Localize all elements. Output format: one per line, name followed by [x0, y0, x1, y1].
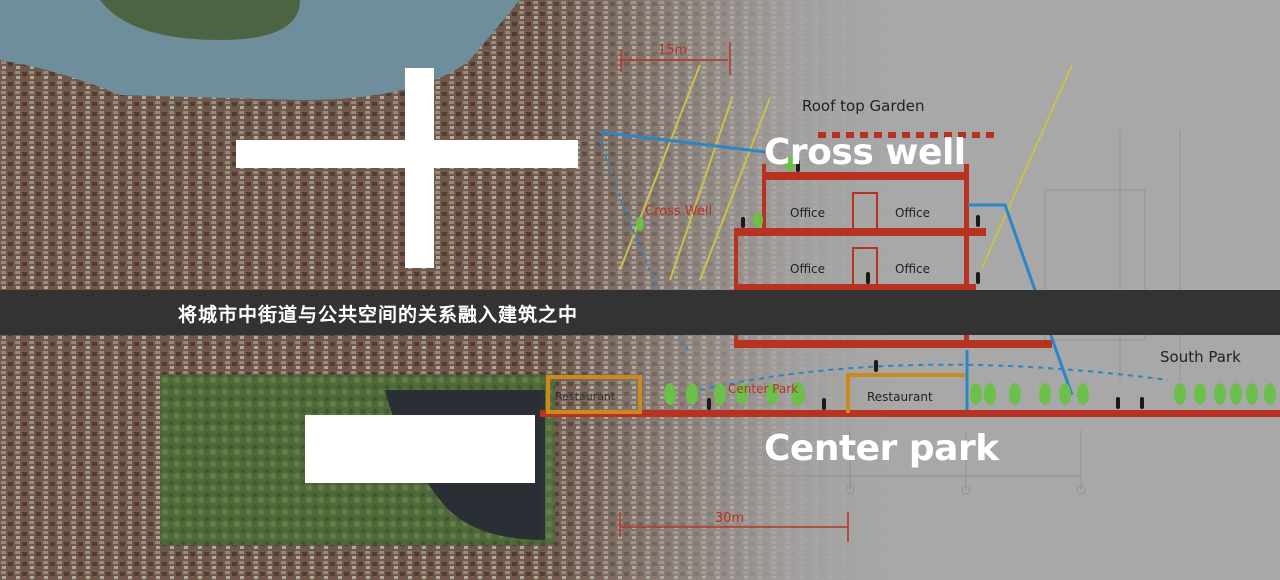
white-cross-vertical	[405, 68, 434, 268]
office-label: Office	[790, 206, 825, 220]
scale-bars	[619, 42, 849, 542]
office-label: Office	[895, 206, 930, 220]
caption-band	[0, 290, 1280, 335]
south-park-label: South Park	[1160, 348, 1241, 366]
white-block	[305, 415, 535, 483]
drawing-gridlines	[620, 130, 1181, 495]
caption-text: 将城市中街道与公共空间的关系融入建筑之中	[178, 304, 579, 326]
map-cross-well-label: Cross Well	[645, 204, 712, 219]
scale-30m-label: 30m	[715, 511, 744, 526]
scale-15m-label: 15m	[658, 43, 687, 58]
people-figures	[707, 160, 1144, 410]
sightlines	[619, 64, 1073, 281]
restaurant-frames	[546, 373, 965, 414]
map-center-park-label: Center Park	[728, 382, 798, 396]
office-label: Office	[790, 262, 825, 276]
doors	[852, 192, 878, 286]
roof-top-garden-label: Roof top Garden	[802, 97, 924, 115]
trees	[636, 156, 1276, 406]
map-restaurant-label: Restaurant	[555, 390, 616, 403]
office-label: Office	[895, 262, 930, 276]
building-structure	[540, 164, 1280, 417]
restaurant-label: Restaurant	[867, 390, 933, 404]
center-park-title: Center park	[764, 428, 999, 469]
cross-well-title: Cross well	[764, 132, 966, 173]
